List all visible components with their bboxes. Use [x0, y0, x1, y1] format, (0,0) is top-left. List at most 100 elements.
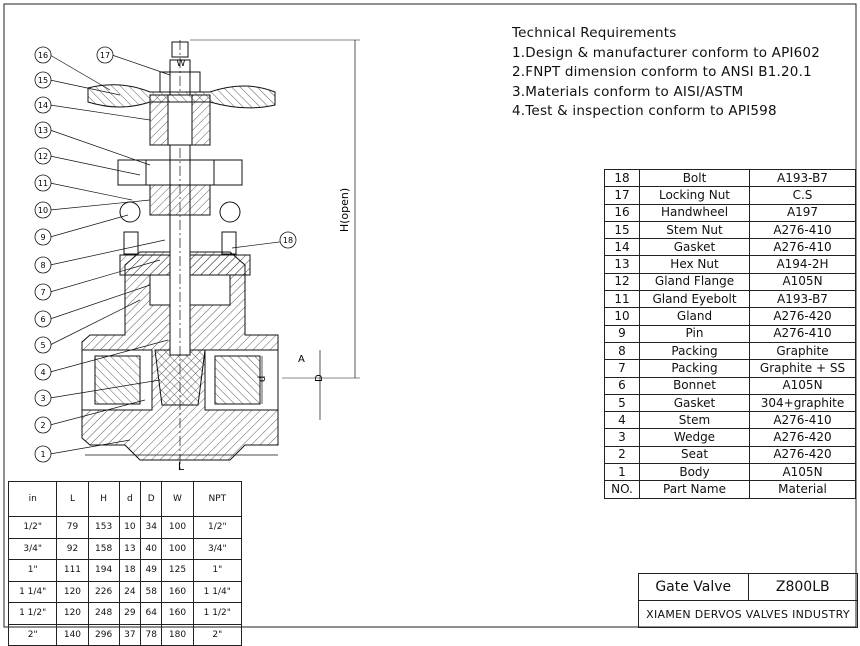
balloon-1: 1	[34, 439, 131, 463]
part-number-cell: 3	[604, 428, 640, 447]
balloon-15: 15	[34, 71, 121, 96]
dimension-cell: 13	[118, 537, 142, 560]
dimension-cell: 194	[87, 559, 120, 582]
part-number-cell: 18	[604, 168, 640, 188]
balloon-label: 5	[40, 341, 45, 350]
dimension-cell: 58	[140, 580, 163, 603]
requirement-item: 3.Materials conform to AISI/ASTM	[512, 83, 744, 100]
dim-label-d-small: d	[257, 376, 268, 382]
part-number-cell: 12	[604, 272, 640, 292]
part-name-cell: Stem Nut	[639, 220, 750, 240]
dimension-cell: 1"	[7, 559, 58, 582]
part-name-cell: Gland Flange	[639, 272, 750, 292]
balloon-label: 1	[40, 450, 45, 459]
part-name-cell: Locking Nut	[639, 186, 750, 205]
part-number-cell: 2	[604, 445, 640, 465]
balloon-label: 4	[40, 368, 45, 377]
part-number-cell: 8	[604, 341, 640, 361]
balloon-label: 2	[40, 421, 45, 430]
dimension-cell: 1 1/2"	[192, 602, 243, 625]
dimension-cell: 92	[56, 537, 89, 560]
dimension-cell: 125	[161, 559, 194, 582]
part-name-cell: Packing	[639, 341, 750, 361]
material-cell: A194-2H	[749, 255, 856, 274]
part-number-cell: 16	[604, 203, 640, 222]
dimension-cell: 1 1/4"	[192, 580, 243, 603]
parts-header-material: Material	[749, 480, 856, 499]
drawing-name: Gate Valve	[639, 574, 749, 600]
balloon-6: 6	[34, 284, 151, 328]
dim-label-d-big: D	[314, 374, 325, 382]
dimension-cell: 3/4"	[7, 537, 58, 560]
dim-label-h-open: H(open)	[338, 188, 351, 232]
balloon-label: 12	[38, 152, 48, 161]
model-number: Z800LB	[775, 579, 830, 595]
part-name-cell: Wedge	[639, 428, 750, 447]
dimension-cell: 3/4"	[192, 537, 243, 560]
material-cell: A105N	[749, 463, 856, 482]
part-number-cell: 6	[604, 376, 640, 395]
parts-header-name: Part Name	[639, 480, 750, 499]
part-name-cell: Body	[639, 463, 750, 482]
dimension-header-cell: L	[56, 481, 89, 517]
balloon-label: 14	[38, 101, 48, 110]
dimension-cell: 64	[140, 602, 163, 625]
balloon-18: 18	[231, 231, 297, 249]
part-number-cell: 10	[604, 307, 640, 326]
balloon-8: 8	[34, 239, 166, 274]
part-name-cell: Bolt	[639, 168, 750, 188]
balloon-10: 10	[34, 199, 151, 219]
gate-valve-section-drawing	[81, 39, 360, 470]
part-number-cell: 4	[604, 411, 640, 430]
dimension-cell: 226	[87, 580, 120, 603]
balloon-label: 16	[38, 51, 48, 60]
balloon-label: 10	[38, 206, 48, 215]
parts-header-no: NO.	[604, 480, 640, 499]
part-number-cell: 14	[604, 238, 640, 257]
dimension-header-cell: D	[140, 481, 163, 517]
balloon-9: 9	[34, 214, 129, 246]
part-name-cell: Gasket	[639, 393, 750, 413]
dimension-cell: 1/2"	[192, 516, 243, 539]
part-number-cell: 1	[604, 463, 640, 482]
part-name-cell: Gland	[639, 307, 750, 326]
material-cell: A276-420	[749, 307, 856, 326]
part-name-cell: Bonnet	[639, 376, 750, 395]
material-cell: C.S	[749, 186, 856, 205]
dimension-cell: 160	[161, 602, 194, 625]
part-number-cell: 9	[604, 324, 640, 343]
material-cell: A276-410	[749, 324, 856, 343]
dimension-cell: 160	[161, 580, 194, 603]
dimension-cell: 1/2"	[7, 516, 58, 539]
dim-label-a: A	[298, 354, 305, 365]
dimension-cell: 49	[140, 559, 163, 582]
dimension-cell: 10	[118, 516, 142, 539]
material-cell: A105N	[749, 272, 856, 292]
dimension-cell: 158	[87, 537, 120, 560]
dimension-header-cell: W	[161, 481, 194, 517]
technical-requirements: Technical Requirements 1.Design & manufa…	[512, 24, 820, 122]
dimension-cell: 1 1/4"	[7, 580, 58, 603]
dimension-cell: 79	[56, 516, 89, 539]
balloon-5: 5	[34, 299, 141, 354]
dimension-cell: 140	[56, 623, 89, 646]
requirement-item: 2.FNPT dimension conform to ANSI B1.20.1	[512, 64, 812, 80]
material-cell: A276-410	[749, 238, 856, 257]
part-name-cell: Gasket	[639, 238, 750, 257]
part-name-cell: Seat	[639, 445, 750, 465]
part-number-cell: 13	[604, 255, 640, 274]
part-name-cell: Handwheel	[639, 203, 750, 222]
